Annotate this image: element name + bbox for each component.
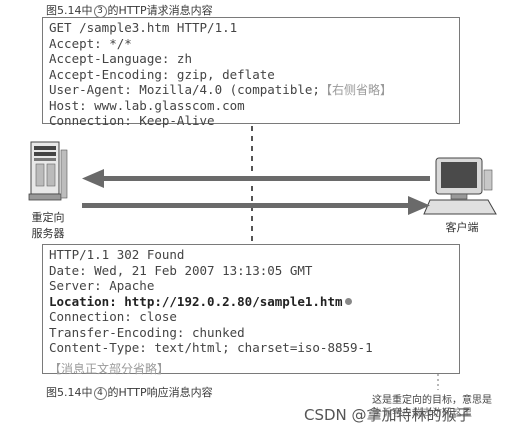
request-line-6: Connection: Keep-Alive (49, 113, 215, 128)
http-request-box: GET /sample3.htm HTTP/1.1 Accept: */* Ac… (42, 17, 460, 128)
response-caption-suffix: 的HTTP响应消息内容 (107, 386, 213, 399)
computer-icon (423, 157, 497, 215)
response-caption-number: 4 (93, 387, 107, 400)
request-caption-prefix: 图5.14中 (46, 4, 93, 17)
http-response-box: HTTP/1.1 302 Found Date: Wed, 21 Feb 200… (42, 244, 460, 377)
response-line-5: Transfer-Encoding: chunked (49, 324, 245, 340)
request-arrow (82, 169, 430, 188)
request-caption-suffix: 的HTTP请求消息内容 (107, 4, 213, 17)
annotation-line1: 这是重定向的目标，意思是 (372, 395, 492, 406)
client-label-text: 客户端 (445, 221, 479, 234)
server-label-line1: 重定向 (31, 211, 65, 224)
response-arrow (82, 196, 430, 215)
response-line-0: HTTP/1.1 302 Found (49, 247, 185, 262)
server-label-line2: 服务器 (31, 227, 65, 240)
client-label: 客户端 (432, 220, 492, 236)
request-line-4: User-Agent: Mozilla/4.0 (compatible;【右侧省… (49, 82, 459, 98)
response-omitted-note: 【消息正文部分省略】 (49, 361, 170, 376)
request-line-2: Accept-Language: zh (49, 51, 192, 66)
request-line-5: Host: www.lab.glasscom.com (49, 97, 245, 113)
response-location-line: Location: http://192.0.2.80/sample1.htm (49, 294, 459, 310)
csdn-watermark: CSDN @拿加特林的猴子 (304, 406, 472, 424)
response-line-6: Content-Type: text/html; charset=iso-885… (49, 340, 373, 355)
location-marker-dot (344, 297, 352, 305)
request-line-1: Accept: */* (49, 35, 132, 51)
response-caption-prefix: 图5.14中 (46, 386, 93, 399)
request-line-0: GET /sample3.htm HTTP/1.1 (49, 20, 238, 35)
response-omitted-body: 【消息正文部分省略】 (49, 361, 459, 377)
response-line-4: Connection: close (49, 309, 177, 324)
response-line-1: Date: Wed, 21 Feb 2007 13:13:05 GMT (49, 262, 313, 278)
request-user-agent: User-Agent: Mozilla/4.0 (compatible; (49, 82, 320, 97)
redirect-annotation: 这是重定向的目标，意思是 告诉客户端去访问这里 (372, 394, 492, 420)
request-omitted-note: 【右侧省略】 (319, 83, 392, 97)
request-line-3: Accept-Encoding: gzip, deflate (49, 66, 275, 82)
server-label: 重定向 服务器 (18, 210, 78, 242)
annotation-line2: 告诉客户端去访问这里 (372, 408, 472, 419)
location-header: Location: http://192.0.2.80/sample1.htm (49, 293, 343, 309)
response-line-2: Server: Apache (49, 278, 155, 293)
server-icon (28, 141, 68, 201)
